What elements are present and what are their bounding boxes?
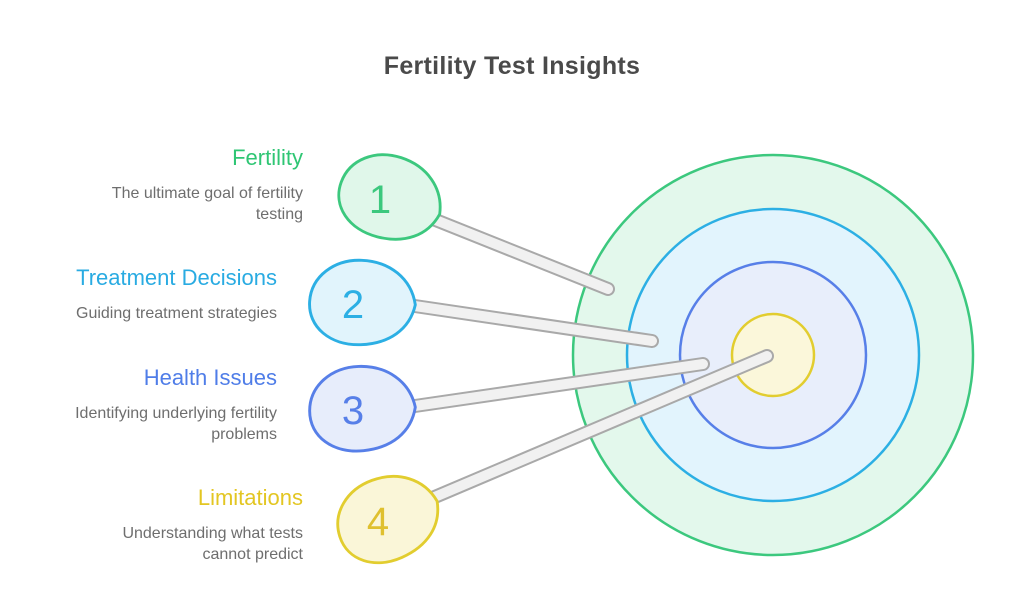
item-heading-limitations: Limitations	[197, 485, 303, 510]
item-block-limitations: Limitations Understanding what tests can…	[122, 485, 303, 565]
pin-3	[401, 357, 710, 414]
item-block-health-issues: Health Issues Identifying underlying fer…	[75, 365, 277, 445]
blob-4-number: 4	[367, 500, 389, 544]
blob-1	[337, 153, 442, 241]
item-heading-fertility: Fertility	[232, 145, 303, 170]
blob-2	[308, 258, 417, 347]
item-block-treatment-decisions: Treatment Decisions Guiding treatment st…	[76, 265, 277, 324]
item-description-treatment-decisions: Guiding treatment strategies	[76, 305, 277, 322]
pin-2	[401, 298, 659, 348]
item-description-health-issues: Identifying underlying fertility problem…	[75, 405, 277, 443]
item-description-limitations: Understanding what tests cannot predict	[122, 525, 303, 563]
pin-1	[421, 210, 615, 296]
connector-pins	[401, 210, 774, 506]
numbered-blobs: 1 2 3 4	[308, 153, 442, 565]
item-heading-health-issues: Health Issues	[143, 365, 277, 390]
blob-3-number: 3	[342, 389, 364, 433]
pin-4	[423, 349, 774, 506]
blob-2-number: 2	[342, 283, 364, 327]
page-title: Fertility Test Insights	[383, 52, 641, 80]
blob-4	[336, 475, 440, 565]
blob-1-number: 1	[369, 178, 391, 222]
item-block-fertility: Fertility The ultimate goal of fertility…	[112, 145, 303, 225]
blob-3	[308, 364, 417, 453]
item-heading-treatment-decisions: Treatment Decisions	[76, 265, 277, 290]
item-description-fertility: The ultimate goal of fertility testing	[111, 185, 303, 223]
